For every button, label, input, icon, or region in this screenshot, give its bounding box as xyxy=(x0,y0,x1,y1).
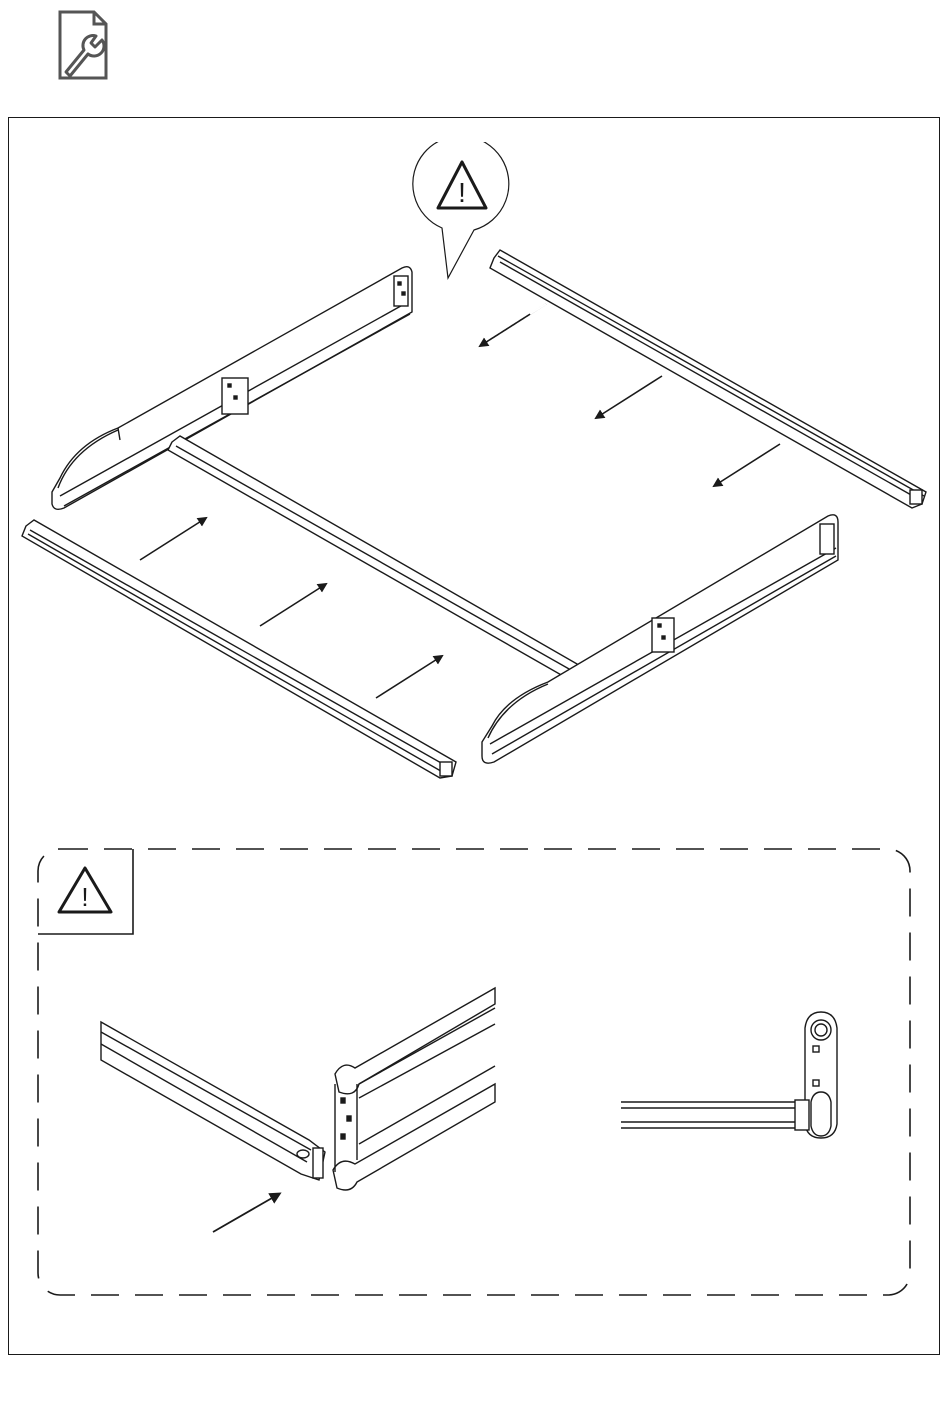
caution-symbol: ! xyxy=(458,177,466,208)
arrow-front-2 xyxy=(260,584,326,626)
joint-top-view xyxy=(621,1012,837,1138)
arrow-front-3 xyxy=(376,656,442,698)
caution-bubble: ! xyxy=(412,142,512,282)
back-rail xyxy=(490,250,926,508)
joint-detail-closeup xyxy=(101,988,495,1190)
detail-caution-symbol: ! xyxy=(81,882,88,912)
detail-caution-box: ! xyxy=(38,849,133,934)
right-side-frame xyxy=(482,515,838,763)
arrow-back-3 xyxy=(714,444,780,486)
arrow-insert xyxy=(213,1194,279,1232)
detail-panel: ! xyxy=(37,848,911,1296)
arrow-front-1 xyxy=(140,518,206,560)
arrow-back-2 xyxy=(596,376,662,418)
